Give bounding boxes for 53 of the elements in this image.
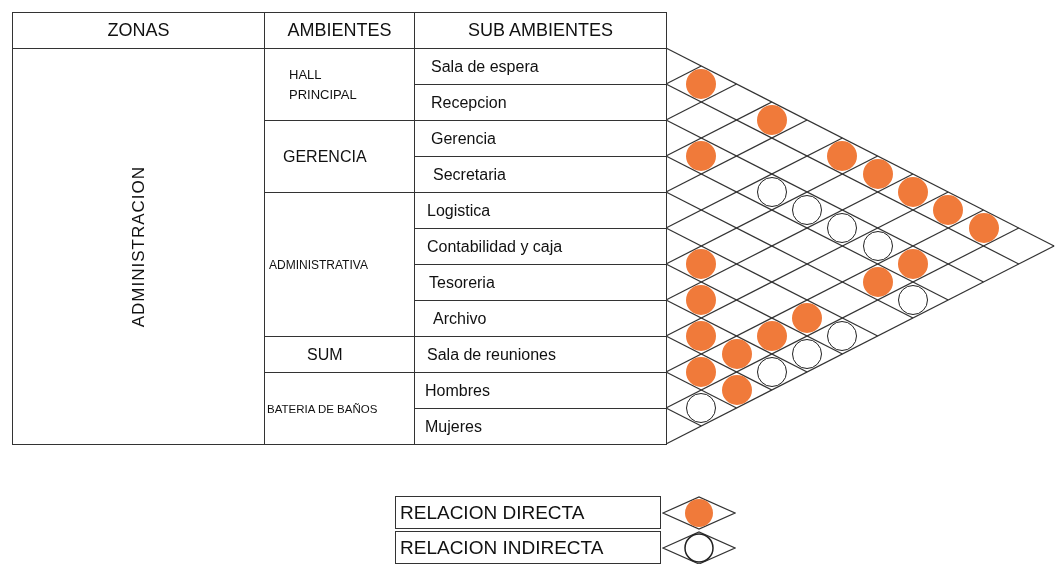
indirect-relation-mark <box>756 357 787 387</box>
column-header: SUB AMBIENTES <box>467 20 613 41</box>
direct-relation-mark <box>827 141 858 171</box>
direct-relation-mark <box>721 375 752 405</box>
table-cell <box>414 12 667 49</box>
area-name: HALL PRINCIPAL <box>289 66 358 104</box>
direct-relation-mark <box>721 339 752 369</box>
subarea-name: Archivo <box>433 309 487 328</box>
table-cell <box>414 408 667 445</box>
direct-relation-mark <box>756 105 787 135</box>
direct-relation-mark <box>756 321 787 351</box>
indirect-relation-mark <box>827 213 858 243</box>
indirect-relation-mark <box>827 321 858 351</box>
zone-name: ADMINISTRACION <box>128 165 149 328</box>
subarea-name: Gerencia <box>431 129 496 148</box>
indirect-relation-mark <box>897 285 928 315</box>
direct-relation-mark <box>792 303 823 333</box>
subarea-name: Secretaria <box>433 165 506 184</box>
indirect-relation-mark <box>792 195 823 225</box>
direct-relation-mark <box>897 249 928 279</box>
subarea-name: Hombres <box>425 381 490 400</box>
direct-relation-mark <box>968 213 999 243</box>
direct-relation-mark <box>686 357 717 387</box>
subarea-name: Logistica <box>427 201 491 220</box>
area-name: SUM <box>307 345 343 364</box>
subarea-name: Tesoreria <box>429 273 495 292</box>
legend-label: RELACION DIRECTA <box>395 496 661 529</box>
area-name: GERENCIA <box>283 147 367 166</box>
area-name: BATERIA DE BAÑOS <box>267 402 378 415</box>
indirect-relation-mark <box>792 339 823 369</box>
column-header: ZONAS <box>107 20 170 41</box>
subarea-name: Sala de reuniones <box>427 345 556 364</box>
area-name: ADMINISTRATIVA <box>269 257 368 272</box>
direct-relation-mark <box>686 141 717 171</box>
subarea-name: Contabilidad y caja <box>427 237 563 256</box>
legend-label: RELACION INDIRECTA <box>395 531 661 564</box>
subarea-name: Mujeres <box>425 417 482 436</box>
direct-relation-mark <box>686 285 717 315</box>
direct-relation-mark <box>897 177 928 207</box>
indirect-relation-mark <box>756 177 787 207</box>
direct-relation-mark <box>862 267 893 297</box>
subarea-name: Sala de espera <box>431 57 539 76</box>
direct-relation-mark <box>686 321 717 351</box>
subarea-name: Recepcion <box>431 93 507 112</box>
indirect-relation-mark <box>862 231 893 261</box>
indirect-relation-mark <box>686 393 717 423</box>
direct-relation-mark <box>862 159 893 189</box>
column-header: AMBIENTES <box>287 20 392 41</box>
table-cell <box>12 12 265 49</box>
direct-relation-mark <box>686 69 717 99</box>
table-cell <box>12 48 265 445</box>
direct-relation-mark <box>686 249 717 279</box>
direct-relation-mark <box>933 195 964 225</box>
